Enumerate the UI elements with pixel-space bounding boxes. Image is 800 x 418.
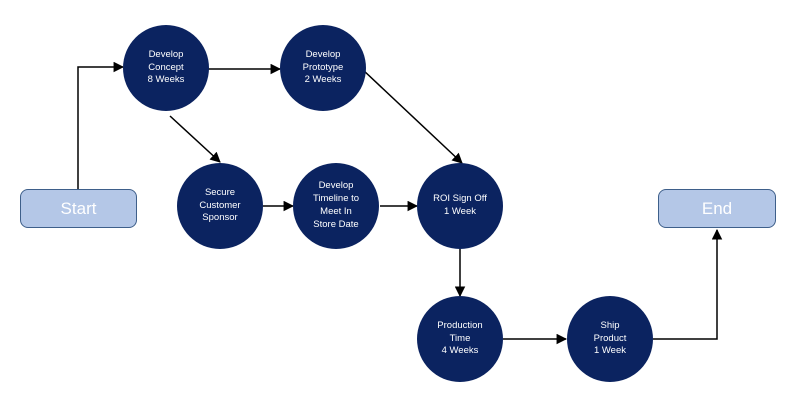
- connector-start-to-develop-concept: [77, 61, 125, 189]
- node-line: 2 Weeks: [304, 74, 342, 86]
- connector-develop-prototype-to-roi-sign-off: [361, 68, 463, 164]
- node-line: Prototype: [302, 61, 344, 73]
- node-roi-sign-off: ROI Sign Off 1 Week: [417, 163, 503, 249]
- node-line: Customer: [199, 199, 241, 211]
- node-line: Secure: [204, 186, 236, 198]
- node-line: ROI Sign Off: [433, 193, 487, 205]
- node-line: Meet In: [320, 206, 352, 217]
- node-line: 8 Weeks: [147, 74, 185, 86]
- start-terminal: Start: [20, 189, 137, 228]
- node-develop-prototype: Develop Prototype 2 Weeks: [280, 25, 366, 111]
- node-production-time: Production Time 4 Weeks: [417, 296, 503, 382]
- node-line: Timeline to: [312, 193, 360, 205]
- node-secure-customer-sponsor: Secure Customer Sponsor: [177, 163, 263, 249]
- connector-develop-concept-to-secure-customer-sponsor: [169, 115, 221, 163]
- node-line: Develop: [305, 48, 341, 60]
- node-line: Store Date: [313, 218, 359, 230]
- node-line: Develop: [148, 48, 184, 60]
- node-develop-concept: Develop Concept 8 Weeks: [123, 25, 209, 111]
- node-line: Develop: [318, 180, 354, 192]
- node-line: Production: [437, 319, 483, 331]
- node-ship-product: Ship Product 1 Week: [567, 296, 653, 382]
- node-line: 4 Weeks: [441, 345, 479, 357]
- node-line: Time: [449, 332, 471, 344]
- node-line: Concept: [148, 61, 184, 73]
- node-develop-timeline: Develop Timeline to Meet In Store Date: [293, 163, 379, 249]
- end-terminal: End: [658, 189, 776, 228]
- node-line: 1 Week: [593, 345, 627, 357]
- end-label: End: [701, 198, 733, 218]
- node-line: Sponsor: [202, 212, 238, 224]
- start-label: Start: [60, 198, 97, 218]
- node-line: Product: [593, 332, 627, 344]
- connector-ship-product-to-end: [653, 228, 723, 340]
- node-line: Ship: [600, 319, 620, 331]
- node-line: 1 Week: [443, 206, 477, 217]
